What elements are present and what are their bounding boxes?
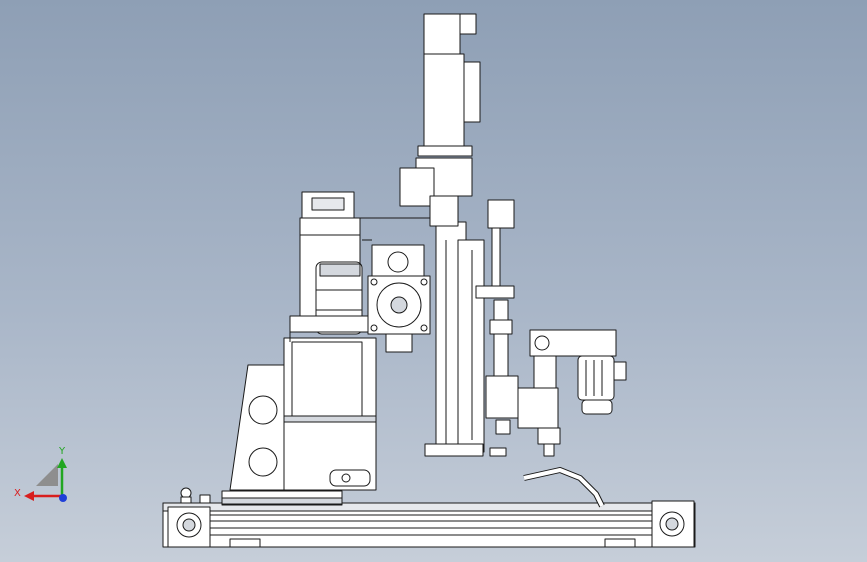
actuator-rod[interactable]	[475, 199, 519, 435]
vertical-column[interactable]	[424, 221, 507, 457]
side-gear-motor[interactable]	[577, 355, 627, 415]
base-linear-rail[interactable]	[162, 487, 696, 548]
coordinate-triad-icon: Y X	[14, 446, 67, 502]
y-axis-arrow	[57, 458, 67, 468]
triad-plane	[36, 464, 58, 486]
cable-wires	[289, 217, 430, 342]
cable-chain[interactable]	[329, 467, 605, 508]
top-motor[interactable]	[399, 13, 481, 227]
side-bracket[interactable]	[229, 364, 291, 491]
x-axis-arrow	[24, 491, 34, 501]
y-axis-label: Y	[58, 446, 66, 457]
gearbox-flange[interactable]	[367, 244, 431, 353]
spindle-arm[interactable]	[517, 329, 617, 457]
carriage-plate[interactable]	[221, 490, 343, 506]
x-axis-label: X	[14, 488, 21, 499]
z-axis-dot	[59, 494, 67, 502]
main-motor-block[interactable]	[283, 337, 377, 491]
